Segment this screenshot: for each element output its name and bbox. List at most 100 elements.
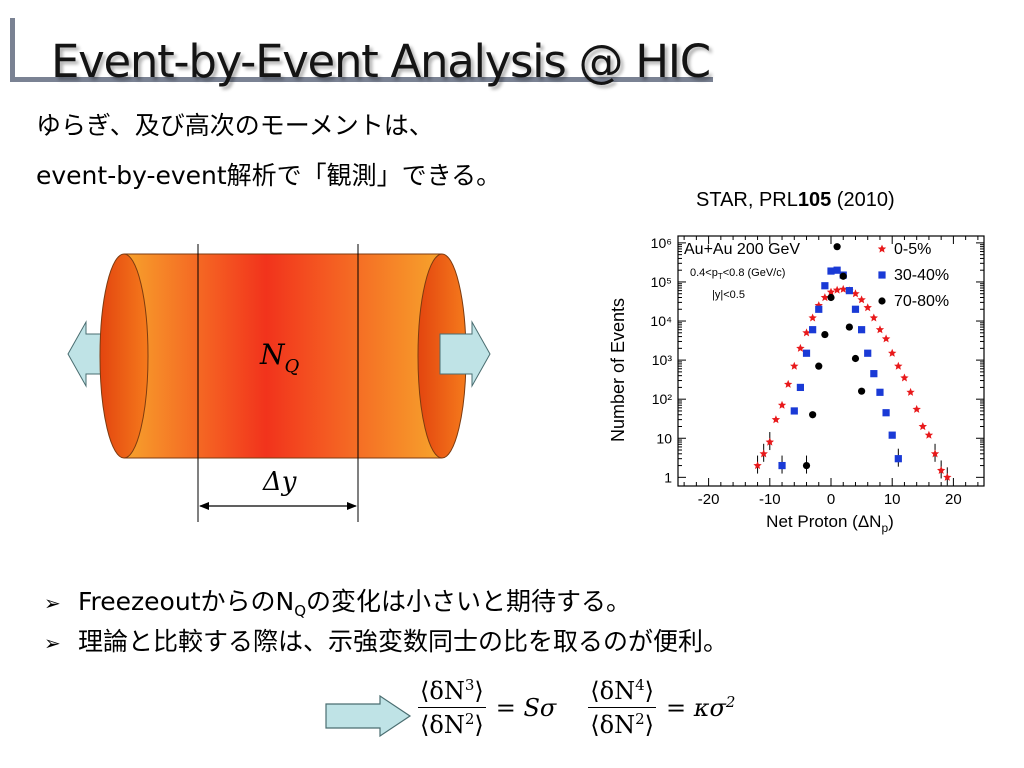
- bullet-ratio: ➢理論と比較する際は、示強変数同士の比を取るのが便利。: [44, 624, 728, 661]
- bullet-freezeout: ➢FreezeoutからのNQの変化は小さいと期待する。: [44, 584, 631, 623]
- data-point-0-5%: [881, 334, 891, 343]
- bullet-1-text-b: の変化は小さいと期待する。: [306, 587, 632, 616]
- citation-year: (2010): [831, 189, 895, 211]
- bullet-1-sub: Q: [294, 602, 307, 620]
- bullet-1-text-a: Freezeoutからの: [78, 587, 276, 616]
- x-tick-label: 0: [827, 491, 835, 508]
- y-tick-label: 10³: [652, 352, 673, 368]
- f2-den: ⟨δN: [590, 711, 636, 739]
- y-tick-label: 10⁵: [651, 274, 672, 290]
- data-point-0-5%: [912, 404, 921, 413]
- data-point-30-40%: [821, 282, 829, 290]
- data-point-0-5%: [784, 379, 793, 388]
- data-point-0-5%: [777, 400, 787, 409]
- data-point-70-80%: [815, 362, 823, 370]
- data-point-0-5%: [808, 313, 817, 322]
- dy-arrow-right-head: [347, 502, 357, 510]
- cylinder-body: [122, 254, 442, 458]
- citation-volume: 105: [797, 189, 832, 211]
- data-point-70-80%: [809, 411, 817, 419]
- data-point-0-5%: [771, 415, 781, 424]
- data-point-30-40%: [845, 287, 853, 295]
- data-point-30-40%: [815, 305, 823, 313]
- cylinder-left-cap: [99, 253, 149, 459]
- data-point-30-40%: [778, 461, 786, 470]
- formula-arrow-icon: [325, 694, 412, 738]
- data-point-30-40%: [864, 349, 872, 357]
- right-arrow-icon: [439, 320, 491, 388]
- data-point-0-5%: [839, 284, 848, 293]
- data-point-0-5%: [900, 373, 909, 382]
- data-point-70-80%: [821, 330, 829, 339]
- data-point-0-5%: [943, 472, 952, 481]
- data-point-0-5%: [857, 295, 866, 304]
- y-tick-label: 10⁴: [650, 313, 672, 329]
- bullet-2-text: 理論と比較する際は、示強変数同士の比を取るのが便利。: [78, 627, 729, 656]
- data-point-0-5%: [937, 466, 946, 474]
- data-point-0-5%: [851, 289, 860, 298]
- chart-xlabel: Net Proton (ΔNp): [766, 512, 894, 535]
- data-point-30-40%: [851, 305, 860, 313]
- cylinder-diagram: NQ Δy: [67, 244, 491, 522]
- data-point-0-5%: [888, 348, 897, 357]
- y-tick-label: 10⁶: [651, 235, 672, 251]
- data-point-0-5%: [875, 325, 885, 334]
- data-point-0-5%: [796, 343, 805, 352]
- data-point-30-40%: [894, 455, 902, 463]
- data-point-0-5%: [894, 361, 903, 370]
- f1-rhs: = Sσ: [495, 693, 557, 722]
- annotation-pt-cut: 0.4<pT<0.8 (GeV/c): [690, 267, 785, 281]
- data-point-30-40%: [827, 267, 835, 275]
- data-point-30-40%: [809, 326, 817, 334]
- data-point-0-5%: [826, 287, 836, 296]
- intro-line-2: event-by-event解析で「観測」できる。: [36, 161, 502, 190]
- data-point-30-40%: [796, 383, 804, 392]
- data-point-0-5%: [759, 449, 768, 458]
- data-point-0-5%: [820, 293, 830, 302]
- fraction-skewness: ⟨δN3⟩ ⟨δN2⟩: [418, 676, 486, 739]
- data-point-70-80%: [851, 354, 860, 363]
- x-tick-label: -10: [759, 491, 781, 508]
- chart-legend: 0-5% 30-40% 70-80%: [877, 241, 949, 310]
- data-point-0-5%: [802, 328, 811, 337]
- data-point-30-40%: [833, 266, 841, 274]
- legend-label: 30-40%: [894, 267, 949, 284]
- chart-ylabel: Number of Events: [608, 298, 628, 442]
- f1-num: ⟨δN: [420, 677, 465, 705]
- bullet-1-n: N: [275, 587, 295, 616]
- data-point-0-5%: [790, 361, 799, 370]
- intro-line-1: ゆらぎ、及び高次のモーメントは、: [36, 111, 434, 140]
- legend-label: 70-80%: [894, 293, 949, 310]
- fraction-kurtosis: ⟨δN4⟩ ⟨δN2⟩: [588, 676, 657, 739]
- data-point-70-80%: [802, 461, 811, 470]
- title-bar: Event-by-Event Analysis @ HIC: [10, 18, 713, 88]
- data-point-70-80%: [858, 387, 866, 395]
- data-point-30-40%: [888, 431, 896, 439]
- data-point-70-80%: [833, 243, 841, 251]
- legend-label: 0-5%: [894, 241, 931, 258]
- data-point-0-5%: [869, 313, 878, 322]
- data-point-0-5%: [765, 437, 774, 446]
- annotation-system: Au+Au 200 GeV: [684, 241, 800, 258]
- y-tick-label: 1: [664, 469, 672, 485]
- data-point-70-80%: [827, 293, 835, 302]
- x-tick-label: -20: [698, 491, 720, 508]
- data-point-30-40%: [882, 409, 890, 417]
- slide-title: Event-by-Event Analysis @ HIC: [51, 35, 711, 88]
- cylinder-outline: [124, 253, 442, 459]
- citation-prefix: STAR, PRL: [696, 189, 798, 211]
- f2-rhs: = κσ2: [666, 693, 736, 722]
- data-point-30-40%: [858, 326, 866, 334]
- annotation-y-cut: |y|<0.5: [712, 289, 745, 301]
- nq-label: NQ: [259, 338, 300, 377]
- data-point-0-5%: [832, 285, 842, 294]
- chart-marks: [753, 243, 952, 486]
- y-tick-label: 10: [656, 430, 672, 446]
- legend-marker-70-80%: [878, 297, 886, 305]
- dy-arrow-left-head: [199, 502, 209, 510]
- data-point-0-5%: [918, 422, 927, 431]
- data-point-0-5%: [863, 303, 872, 312]
- data-point-0-5%: [814, 301, 823, 309]
